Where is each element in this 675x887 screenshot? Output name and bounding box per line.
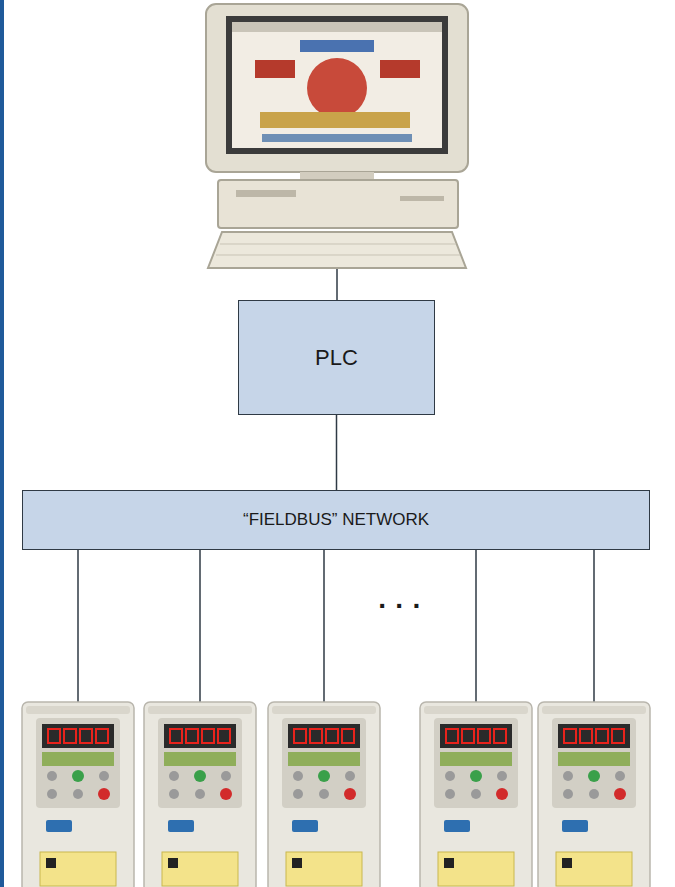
ellipsis-label: · · ·	[350, 590, 450, 622]
fieldbus-band: “FIELDBUS” NETWORK	[22, 490, 650, 550]
connector-line	[336, 415, 338, 490]
drop-wires	[78, 550, 594, 702]
node-text: “FIELDBUS” NETWORK	[243, 510, 429, 530]
computer-illustration	[206, 4, 468, 268]
node-text: PLC	[315, 345, 358, 371]
plc-box: PLC	[238, 300, 435, 415]
drive-illustrations	[22, 702, 650, 887]
